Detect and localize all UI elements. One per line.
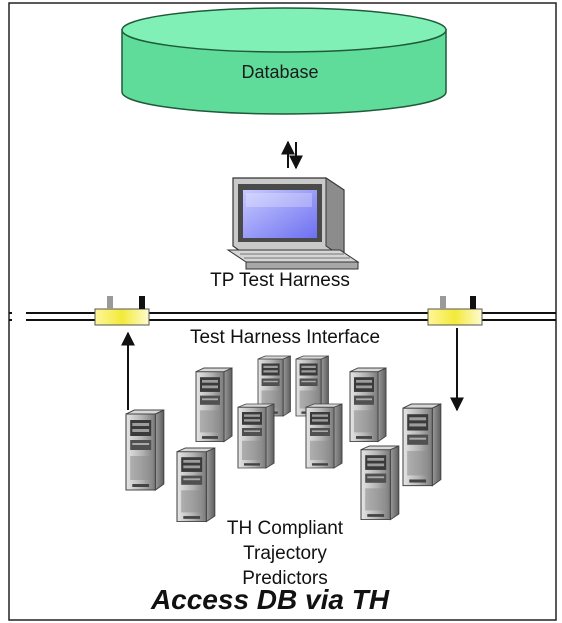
server-tower-icon [402,403,442,487]
computer-terminal-icon [226,177,360,270]
diagram-caption: Access DB via TH [150,584,390,615]
server-tower-icon [360,445,400,521]
predictors-line-2: Trajectory [243,543,327,564]
database-label: Database [241,62,319,82]
server-tower-icon [176,447,216,523]
test-harness-label: TP Test Harness [210,270,350,291]
database-cylinder-icon [121,7,447,115]
db-sync-arrows [281,140,303,170]
interface-label: Test Harness Interface [189,327,381,348]
bus-connector-icon [94,296,150,326]
predictors-line-1: TH Compliant [226,518,344,539]
predictors-line-3: Predictors [242,568,328,589]
predictors-label: TH Compliant Trajectory Predictors [170,516,400,591]
server-tower-icon [125,409,165,491]
server-tower-icon [349,367,387,443]
outer-frame [8,2,557,621]
server-tower-icon [195,367,233,443]
server-tower-icon [237,403,275,469]
bus-connector-icon [427,296,483,326]
server-tower-icon [305,403,343,469]
